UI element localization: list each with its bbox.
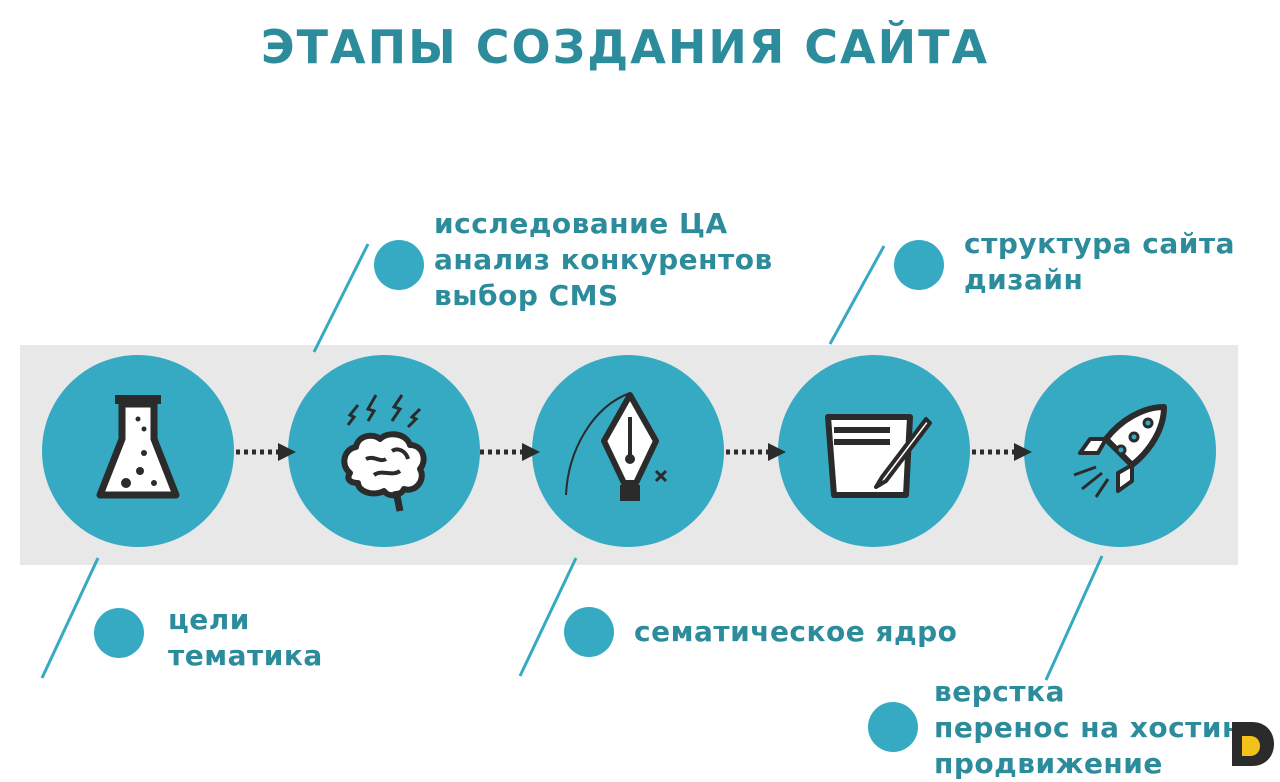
caption-line: выбор CMS bbox=[434, 279, 619, 312]
brain-icon bbox=[341, 394, 427, 512]
stage-4-caption: структура сайта дизайн bbox=[964, 226, 1235, 298]
arrow-connector-1 bbox=[236, 443, 296, 461]
arrow-connector-2 bbox=[480, 443, 540, 461]
caption-line: цели bbox=[168, 603, 250, 636]
watermark-logo bbox=[1228, 718, 1276, 770]
leader-line-4 bbox=[828, 245, 886, 345]
caption-line: анализ конкурентов bbox=[434, 243, 773, 276]
stage-3-circle bbox=[532, 355, 724, 547]
caption-line: верстка bbox=[934, 675, 1065, 708]
stage-5-circle bbox=[1024, 355, 1216, 547]
stage-5-dot bbox=[868, 702, 918, 752]
flask-icon bbox=[96, 395, 180, 499]
stage-1-circle bbox=[42, 355, 234, 547]
leader-line-1 bbox=[40, 557, 100, 679]
stage-2-dot bbox=[374, 240, 424, 290]
stage-4-dot bbox=[894, 240, 944, 290]
stage-4-circle bbox=[778, 355, 970, 547]
stage-2-caption: исследование ЦА анализ конкурентов выбор… bbox=[434, 206, 773, 314]
caption-line: исследование ЦА bbox=[434, 207, 728, 240]
stage-3-caption: сематическое ядро bbox=[634, 614, 957, 650]
notepad-pencil-icon bbox=[825, 414, 932, 498]
caption-line: продвижение bbox=[934, 747, 1163, 780]
caption-line: тематика bbox=[168, 639, 323, 672]
caption-line: сематическое ядро bbox=[634, 615, 958, 648]
stage-2-circle bbox=[288, 355, 480, 547]
stage-3-dot bbox=[564, 607, 614, 657]
leader-line-2 bbox=[312, 243, 370, 353]
caption-line: дизайн bbox=[964, 263, 1084, 296]
stage-5-caption: верстка перенос на хостинг продвижение bbox=[934, 674, 1234, 782]
leader-line-5 bbox=[1044, 555, 1104, 681]
pen-nib-icon bbox=[565, 392, 668, 501]
stage-1-caption: цели тематика bbox=[168, 602, 323, 674]
caption-line: перенос на хостинг bbox=[934, 711, 1234, 744]
stage-1-dot bbox=[94, 608, 144, 658]
arrow-connector-4 bbox=[972, 443, 1032, 461]
rocket-icon bbox=[1073, 404, 1167, 498]
page-title: ЭТАПЫ СОЗДАНИЯ САЙТА bbox=[260, 20, 990, 74]
caption-line: структура сайта bbox=[964, 227, 1236, 260]
arrow-connector-3 bbox=[726, 443, 786, 461]
